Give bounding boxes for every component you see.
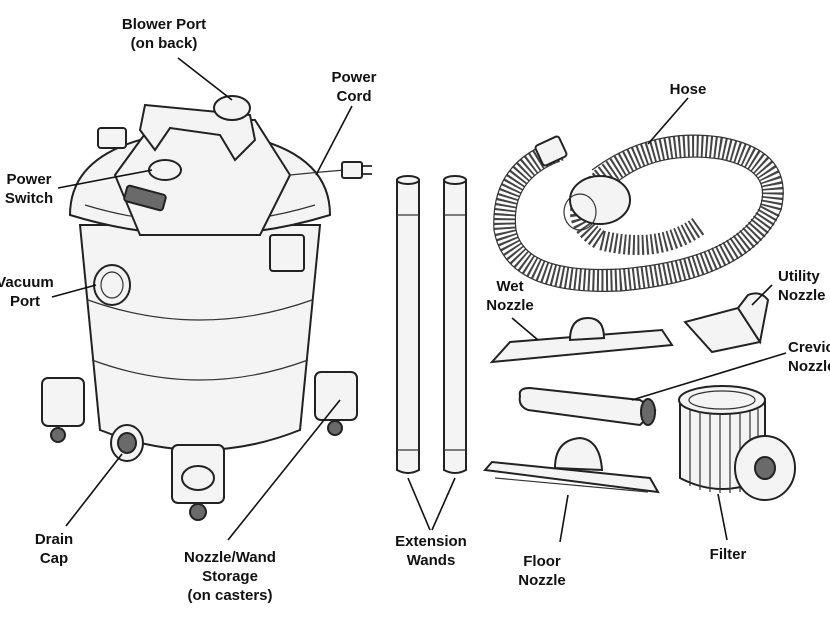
label-crevice-nozzle: CreviceNozzle	[788, 339, 830, 375]
crevice-nozzle-end	[640, 398, 656, 426]
leader-lines	[51, 57, 787, 543]
caster-wheel-left	[50, 427, 66, 443]
power-cord-plug	[341, 161, 363, 179]
extension-wands	[396, 175, 467, 474]
leader-filter	[717, 493, 728, 541]
extension-wand-left	[396, 179, 420, 474]
leader-utility-nozzle	[751, 284, 773, 306]
wand-left-top	[396, 175, 420, 185]
nozzle-storage-socket	[181, 465, 215, 491]
hose-edge-outer	[493, 134, 784, 292]
extension-wand-right	[443, 179, 467, 474]
leader-floor-nozzle	[559, 494, 569, 543]
utility-nozzle	[683, 292, 770, 354]
motor-head	[113, 119, 292, 236]
floor-nozzle-brush	[494, 477, 649, 493]
leader-hose	[647, 97, 689, 145]
label-filter: Filter	[709, 546, 747, 563]
filter-top-opening	[688, 390, 756, 410]
leader-wet-nozzle	[511, 317, 539, 341]
crevice-nozzle-body	[518, 386, 657, 427]
leader-wand-right	[431, 477, 456, 531]
leader-wand-left	[407, 477, 431, 531]
hose-coil-outer	[493, 135, 784, 292]
vacuum-port	[93, 264, 131, 306]
caster-wheel-front	[189, 503, 207, 521]
crevice-nozzle	[518, 386, 657, 427]
hose-coupling	[569, 175, 631, 225]
leader-power-switch	[57, 169, 153, 189]
latch-right	[269, 234, 305, 272]
drain-cap-center	[117, 432, 137, 454]
cartridge-filter	[678, 385, 796, 501]
blower-port	[213, 95, 251, 121]
wet-nozzle	[489, 316, 674, 364]
shop-vacuum	[41, 95, 372, 521]
hose	[493, 134, 784, 292]
leader-vacuum-port	[51, 284, 97, 298]
label-blower-port: Blower Port(on back)	[121, 16, 207, 52]
leader-blower-port	[177, 57, 233, 101]
hose-cuff-end	[534, 135, 568, 167]
caster-left	[41, 377, 85, 427]
wand-right-top	[443, 175, 467, 185]
filter-top	[678, 385, 766, 415]
drum-band-top	[87, 299, 313, 321]
power-cord-line	[289, 169, 346, 176]
leader-power-cord	[315, 105, 353, 176]
label-hose: Hose	[669, 81, 707, 98]
wet-nozzle-blade	[489, 328, 674, 364]
leader-drain-cap	[65, 453, 123, 527]
caster-right	[314, 371, 358, 421]
wet-nozzle-neck	[568, 316, 606, 342]
hose-edge-inner	[514, 156, 764, 271]
vacuum-port-inner	[100, 271, 124, 299]
leader-crevice-nozzle	[631, 352, 787, 401]
hose-coupling-opening	[563, 193, 597, 231]
utility-nozzle-neck	[736, 292, 770, 345]
power-switch	[148, 159, 182, 181]
floor-nozzle-blade	[483, 460, 660, 494]
floor-nozzle	[483, 436, 660, 494]
brand-logo-plate	[123, 184, 167, 212]
floor-nozzle-neck	[553, 436, 604, 472]
leader-nozzle-storage	[227, 399, 341, 541]
filter-retainer-center	[754, 456, 776, 480]
drum-band-bottom	[91, 359, 309, 381]
latch-left	[97, 127, 127, 149]
caster-wheel-right	[327, 420, 343, 436]
